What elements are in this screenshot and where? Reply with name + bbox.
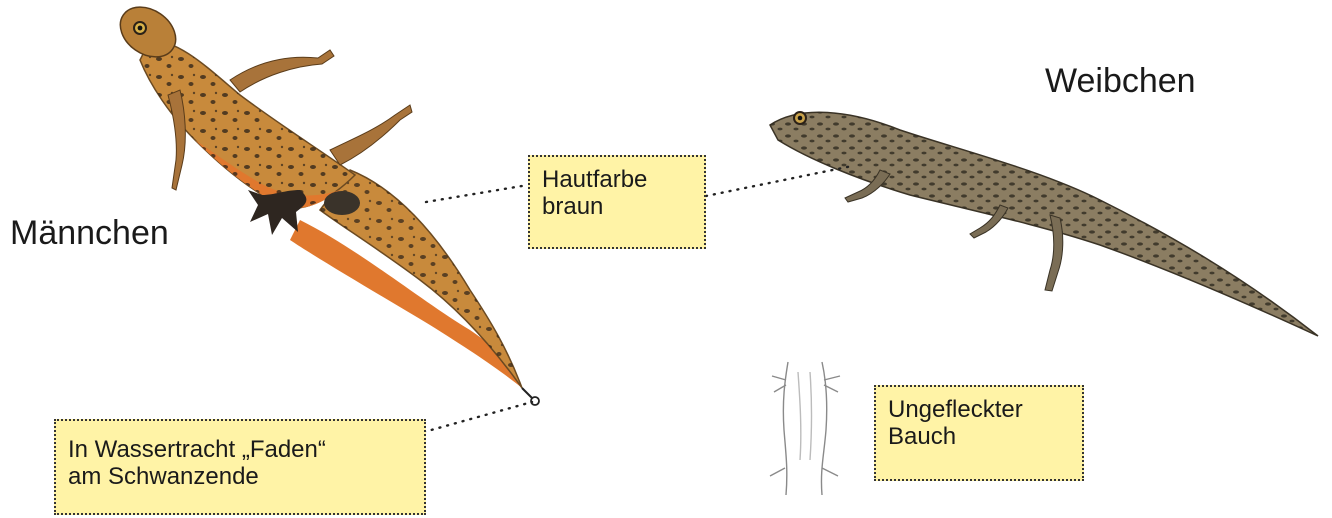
leader-thread — [424, 402, 532, 432]
note-skin-color: Hautfarbe braun — [528, 155, 706, 249]
male-label: Männchen — [10, 216, 169, 250]
male-hind-leg-right — [330, 105, 412, 165]
male-newt-illustration — [111, 0, 539, 405]
male-cloaca — [324, 191, 360, 215]
note-thread-line2: am Schwanzende — [68, 464, 412, 491]
note-belly: Ungefleckter Bauch — [874, 385, 1084, 481]
belly-sketch-illustration — [770, 362, 840, 495]
female-body-spots — [770, 112, 1318, 336]
female-label: Weibchen — [1045, 64, 1196, 98]
leader-skin-female — [706, 166, 852, 196]
female-newt-illustration — [770, 112, 1318, 336]
male-front-leg-right — [230, 50, 334, 92]
male-front-leg-left — [168, 90, 185, 190]
note-skin-line2: braun — [542, 194, 692, 221]
note-belly-line2: Bauch — [888, 424, 1070, 451]
male-hind-foot — [248, 190, 306, 235]
note-belly-line1: Ungefleckter — [888, 397, 1070, 424]
note-skin-line1: Hautfarbe — [542, 167, 692, 194]
note-thread-line1: In Wassertracht „Faden“ — [68, 437, 412, 464]
note-tail-thread: In Wassertracht „Faden“ am Schwanzende — [54, 419, 426, 515]
leader-skin-male — [426, 185, 528, 202]
